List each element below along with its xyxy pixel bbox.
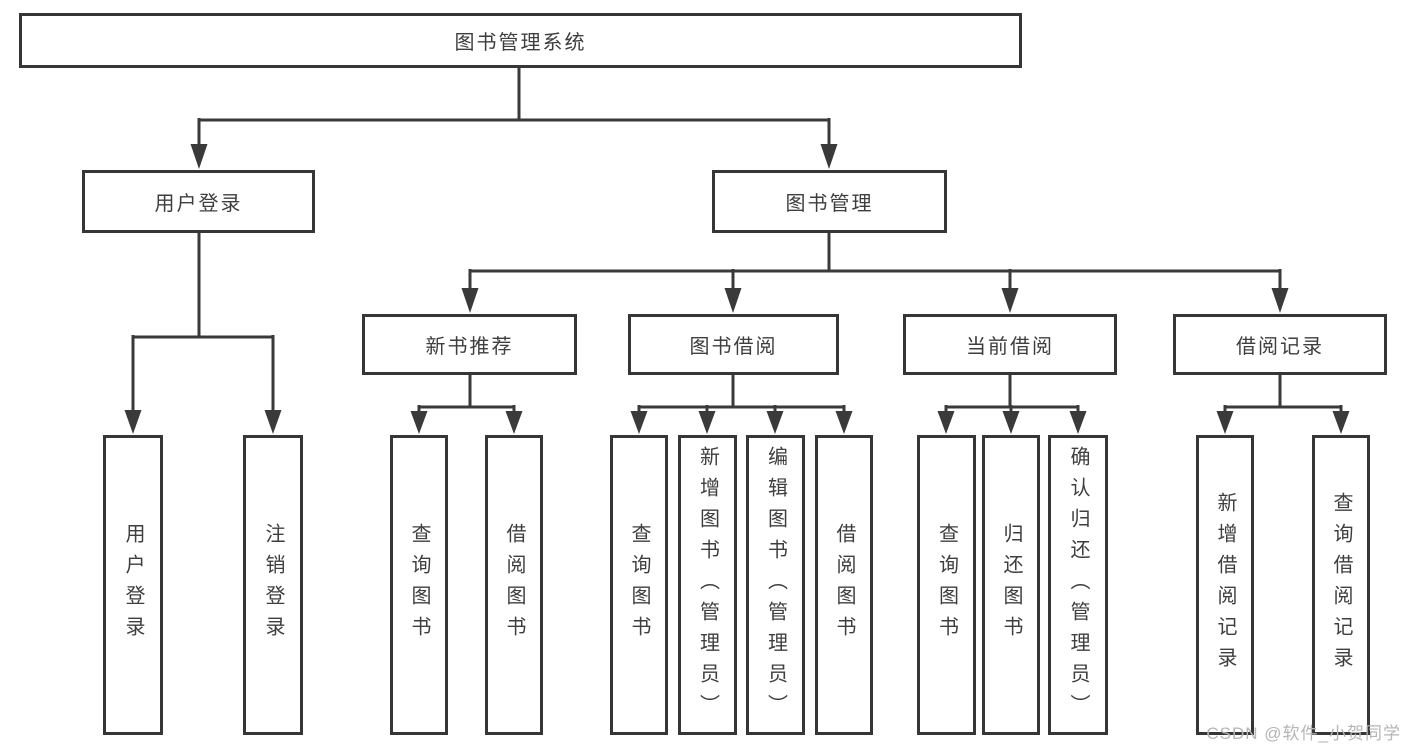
node-label: 当前借阅 bbox=[966, 336, 1054, 358]
arrowhead-leaf-bb-edit bbox=[766, 411, 784, 434]
arrowhead-leaf-nb-borrow bbox=[505, 411, 523, 434]
leaf-bb-edit-book-admin: 编辑图书（管理员） bbox=[746, 435, 805, 735]
arrowhead-borrowing-records bbox=[1271, 288, 1289, 313]
arrowhead-book-management bbox=[820, 144, 838, 169]
arrowhead-leaf-bb-add bbox=[698, 411, 716, 434]
node-book-borrowing: 图书借阅 bbox=[628, 314, 839, 375]
node-label: 确认归还（管理员） bbox=[1067, 445, 1089, 725]
node-label: 查询图书 bbox=[628, 523, 650, 647]
node-borrowing-records: 借阅记录 bbox=[1173, 314, 1387, 375]
arrowhead-book-borrowing bbox=[724, 288, 742, 313]
connector-bookmgmt-to-level3 bbox=[468, 233, 1282, 290]
arrowhead-new-book-recommend bbox=[461, 288, 479, 313]
leaf-br-add-record: 新增借阅记录 bbox=[1196, 435, 1254, 735]
node-new-book-recommend: 新书推荐 bbox=[362, 314, 577, 375]
connector-bookborrow-to-leaves bbox=[637, 375, 846, 413]
node-label: 用户登录 bbox=[122, 523, 144, 647]
node-label: 查询图书 bbox=[408, 523, 430, 647]
leaf-cb-return-books: 归还图书 bbox=[982, 435, 1040, 735]
arrowhead-leaf-bb-borrow bbox=[835, 411, 853, 434]
connector-records-to-leaves bbox=[1223, 375, 1343, 413]
arrowhead-leaf-bb-query bbox=[630, 411, 648, 434]
arrowhead-leaf-cb-return bbox=[1002, 411, 1020, 434]
leaf-nb-borrow-books: 借阅图书 bbox=[485, 435, 543, 735]
leaf-nb-query-books: 查询图书 bbox=[390, 435, 448, 735]
connector-currentborrow-to-leaves bbox=[944, 375, 1080, 413]
leaf-logout: 注销登录 bbox=[243, 435, 303, 735]
node-library-system: 图书管理系统 bbox=[19, 13, 1022, 68]
node-label: 新增图书（管理员） bbox=[696, 445, 719, 725]
connector-root-to-level2 bbox=[197, 67, 831, 146]
node-label: 借阅图书 bbox=[833, 523, 855, 647]
node-user-login: 用户登录 bbox=[82, 170, 315, 233]
node-current-borrowing: 当前借阅 bbox=[903, 314, 1117, 375]
arrowhead-leaf-br-query bbox=[1332, 411, 1350, 434]
node-label: 图书借阅 bbox=[689, 336, 778, 358]
node-label: 查询图书 bbox=[935, 523, 958, 647]
connector-newbook-to-leaves bbox=[417, 375, 516, 413]
leaf-br-query-record: 查询借阅记录 bbox=[1312, 435, 1370, 735]
node-label: 注销登录 bbox=[262, 523, 284, 647]
arrowhead-leaf-cb-query bbox=[937, 411, 955, 434]
arrowhead-user-login bbox=[190, 144, 208, 169]
arrowhead-leaf-br-add bbox=[1216, 411, 1234, 434]
node-label: 图书管理系统 bbox=[454, 32, 587, 54]
node-label: 用户登录 bbox=[154, 193, 243, 215]
leaf-bb-query-books: 查询图书 bbox=[610, 435, 668, 735]
node-label: 新增借阅记录 bbox=[1214, 492, 1236, 678]
arrowhead-leaf-logout bbox=[264, 410, 282, 434]
node-book-management: 图书管理 bbox=[712, 170, 947, 233]
leaf-user-login: 用户登录 bbox=[103, 435, 163, 735]
node-label: 编辑图书（管理员） bbox=[764, 445, 787, 725]
connector-userlogin-to-leaves bbox=[131, 233, 275, 412]
arrowhead-leaf-nb-query bbox=[410, 411, 428, 434]
node-label: 借阅图书 bbox=[503, 523, 525, 647]
node-label: 图书管理 bbox=[785, 193, 874, 215]
leaf-cb-confirm-return-admin: 确认归还（管理员） bbox=[1048, 435, 1108, 735]
node-label: 借阅记录 bbox=[1236, 336, 1324, 358]
arrowhead-leaf-user-login bbox=[124, 410, 142, 434]
arrowhead-current-borrowing bbox=[1001, 288, 1019, 313]
leaf-bb-borrow-books: 借阅图书 bbox=[815, 435, 873, 735]
leaf-bb-add-book-admin: 新增图书（管理员） bbox=[678, 435, 737, 735]
node-label: 查询借阅记录 bbox=[1330, 492, 1352, 678]
node-label: 新书推荐 bbox=[425, 336, 514, 358]
arrowhead-leaf-cb-confirm bbox=[1069, 411, 1087, 434]
leaf-cb-query-books: 查询图书 bbox=[917, 435, 976, 735]
node-label: 归还图书 bbox=[1000, 523, 1022, 647]
